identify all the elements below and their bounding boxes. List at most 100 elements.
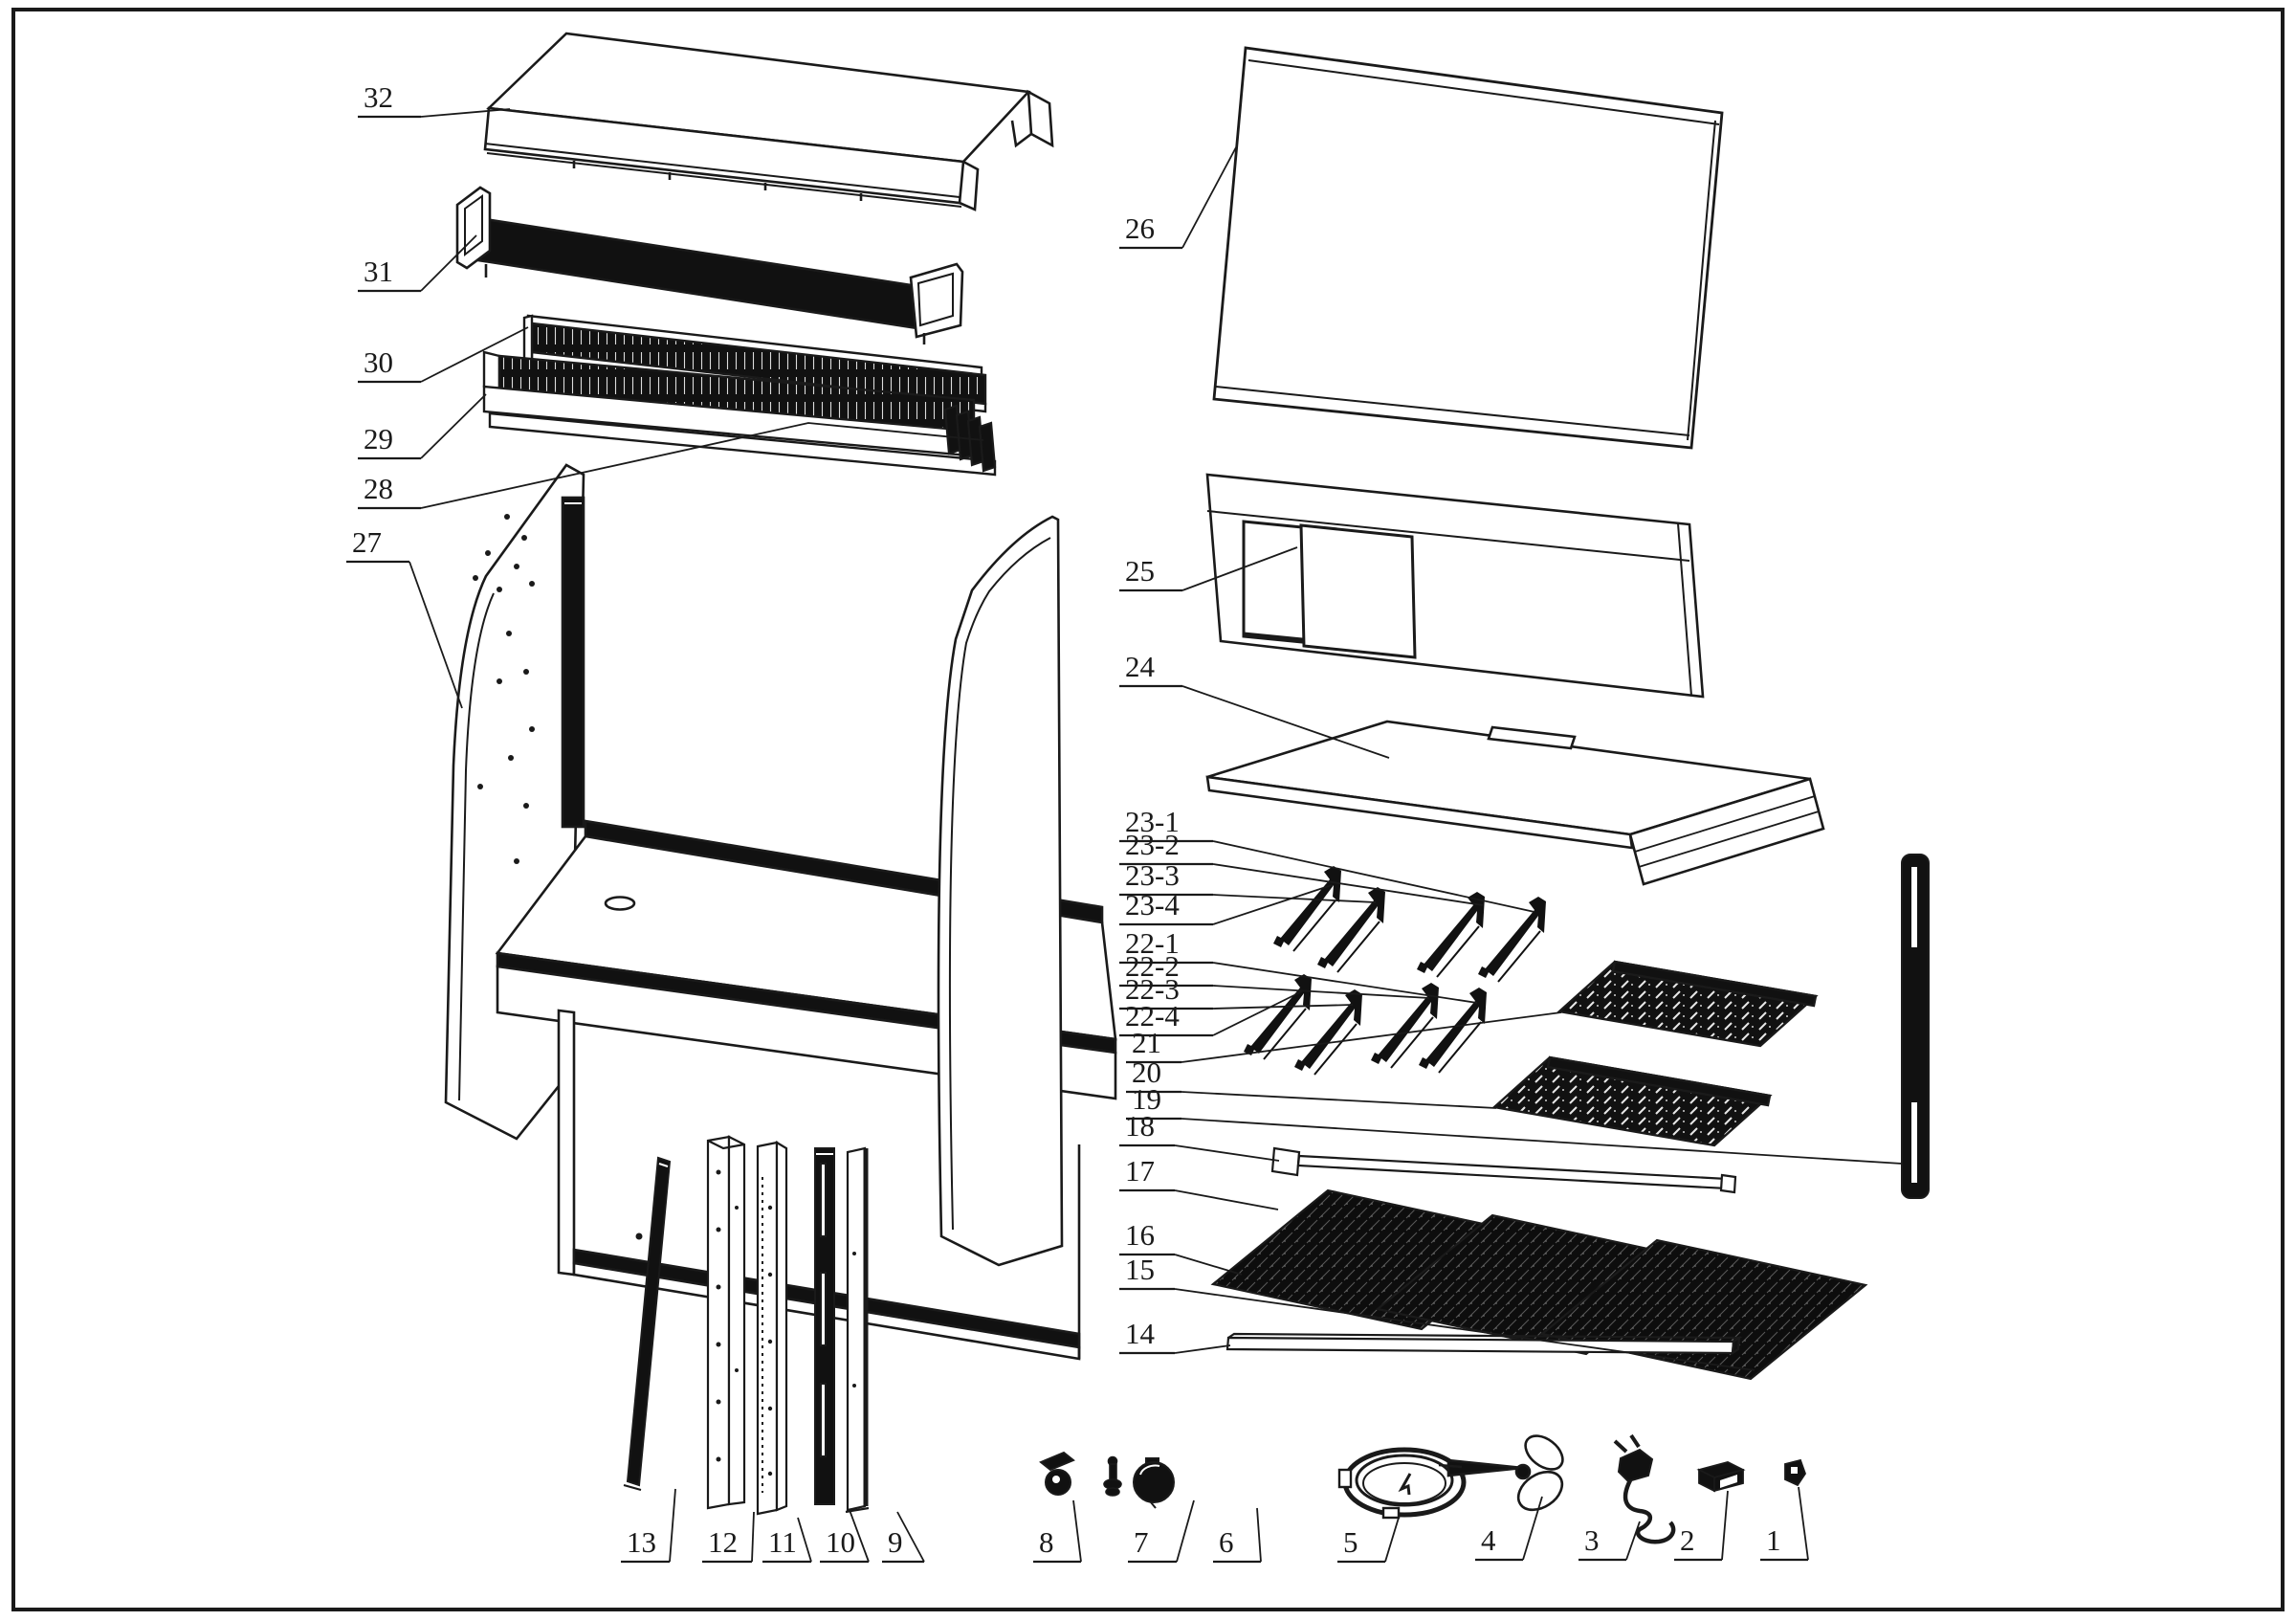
part-21-wire-shelf (1556, 960, 1819, 1048)
leader-line (420, 326, 529, 383)
part-label-20: 20 (1126, 1055, 1497, 1109)
leader-line (1212, 962, 1478, 1004)
part-label-1: 1 (1760, 1486, 1809, 1562)
part-1-sensor-clip (1784, 1458, 1806, 1487)
leader-line (1721, 1490, 1729, 1561)
leader-line (1174, 1254, 1243, 1276)
part-number-text: 27 (352, 525, 382, 559)
labels-layer: 32313029282726252423-123-223-323-422-122… (346, 80, 1903, 1564)
part-5-fan-shroud-ring (1337, 1447, 1467, 1520)
part-number-text: 19 (1132, 1082, 1161, 1116)
leader-line (1176, 1499, 1195, 1563)
part-label-23-1: 23-1 (1119, 805, 1535, 913)
part-20-wire-shelf (1491, 1055, 1773, 1147)
part-label-18: 18 (1119, 1109, 1280, 1162)
part-12-post (706, 1135, 746, 1510)
leader-line (1212, 884, 1333, 925)
part-number-text: 17 (1125, 1154, 1155, 1188)
leader-line (1181, 1011, 1562, 1063)
leader-line (1174, 1344, 1231, 1354)
part-28-corner-post (561, 496, 585, 829)
part-number-text: 23-4 (1125, 888, 1180, 922)
part-label-10: 10 (820, 1509, 870, 1564)
leader-line (1212, 840, 1535, 913)
part-label-12: 12 (702, 1511, 755, 1564)
part-label-17: 17 (1119, 1154, 1279, 1210)
leader-line (751, 1511, 755, 1563)
part-number-text: 26 (1125, 211, 1155, 245)
part-label-14: 14 (1119, 1317, 1231, 1355)
part-number-text: 22-2 (1125, 949, 1180, 983)
leader-line (1212, 863, 1484, 906)
leader-line (1522, 1496, 1543, 1561)
leader-line (1798, 1486, 1809, 1561)
part-25-rear-panel (1205, 473, 1705, 699)
part-label-23-2: 23-2 (1119, 828, 1484, 906)
part-7-leveling-foot (1103, 1455, 1122, 1497)
part-label-31: 31 (358, 234, 477, 293)
cabinet-mounting-holes (473, 514, 535, 864)
part-number-text: 6 (1219, 1525, 1234, 1559)
part-number-text: 32 (364, 80, 393, 114)
leader-line (1181, 1118, 1903, 1165)
part-number-text: 3 (1584, 1523, 1600, 1557)
leader-line (1181, 1091, 1497, 1109)
leader-line (1181, 546, 1298, 591)
part-13-trim-strip (623, 1156, 672, 1491)
part-label-19: 19 (1126, 1082, 1903, 1165)
part-label-30: 30 (358, 326, 529, 384)
part-label-9: 9 (882, 1511, 925, 1564)
part-number-text: 8 (1039, 1525, 1054, 1559)
part-number-text: 1 (1766, 1523, 1781, 1557)
leader-line (1256, 1507, 1262, 1563)
leader-line (1384, 1517, 1400, 1563)
part-number-text: 11 (768, 1525, 797, 1559)
part-number-text: 10 (826, 1525, 855, 1559)
part-label-22-4: 22-4 (1119, 990, 1303, 1037)
part-23-brackets (1272, 865, 1547, 983)
part-2-relay-box (1696, 1461, 1746, 1493)
part-number-text: 2 (1680, 1523, 1695, 1557)
leader-line (420, 393, 487, 459)
part-number-text: 24 (1125, 650, 1156, 683)
part-number-text: 4 (1481, 1523, 1496, 1557)
leader-line (420, 422, 984, 509)
part-label-8: 8 (1033, 1499, 1082, 1564)
part-number-text: 30 (364, 345, 393, 379)
part-label-26: 26 (1119, 146, 1237, 250)
part-10-slotted-strip (814, 1147, 835, 1505)
leader-line (797, 1517, 812, 1563)
part-label-5: 5 (1337, 1517, 1400, 1564)
part-label-2: 2 (1674, 1490, 1729, 1562)
part-8-caster (1039, 1451, 1075, 1496)
leader-line (1212, 1004, 1354, 1010)
part-26-front-glass (1212, 46, 1724, 450)
leader-line (669, 1488, 676, 1563)
leader-line (1212, 985, 1430, 999)
part-27-cabinet-body (444, 463, 1117, 1361)
part-number-text: 12 (708, 1525, 738, 1559)
part-number-text: 29 (364, 422, 393, 455)
leader-line (1212, 990, 1303, 1036)
part-4-fan-blade (1438, 1434, 1564, 1512)
part-9-post (845, 1146, 870, 1514)
leader-line (896, 1511, 925, 1563)
part-3-power-cord (1613, 1433, 1676, 1544)
part-number-text: 31 (364, 255, 393, 288)
part-number-text: 20 (1132, 1055, 1161, 1089)
part-24-shelf-panel (1205, 720, 1825, 886)
part-number-text: 15 (1125, 1253, 1155, 1286)
part-number-text: 14 (1125, 1317, 1156, 1350)
part-label-7: 7 (1128, 1499, 1195, 1564)
leader-line (420, 108, 511, 118)
part-number-text: 5 (1343, 1525, 1358, 1559)
part-label-13: 13 (621, 1488, 676, 1564)
part-label-28: 28 (358, 422, 984, 510)
part-11-post (756, 1141, 788, 1516)
part-label-22-3: 22-3 (1119, 972, 1354, 1010)
part-label-3: 3 (1578, 1521, 1641, 1562)
part-number-text: 23-3 (1125, 858, 1180, 892)
part-14-bottom-bar (1225, 1332, 1743, 1356)
drawing-border (11, 8, 2285, 1611)
